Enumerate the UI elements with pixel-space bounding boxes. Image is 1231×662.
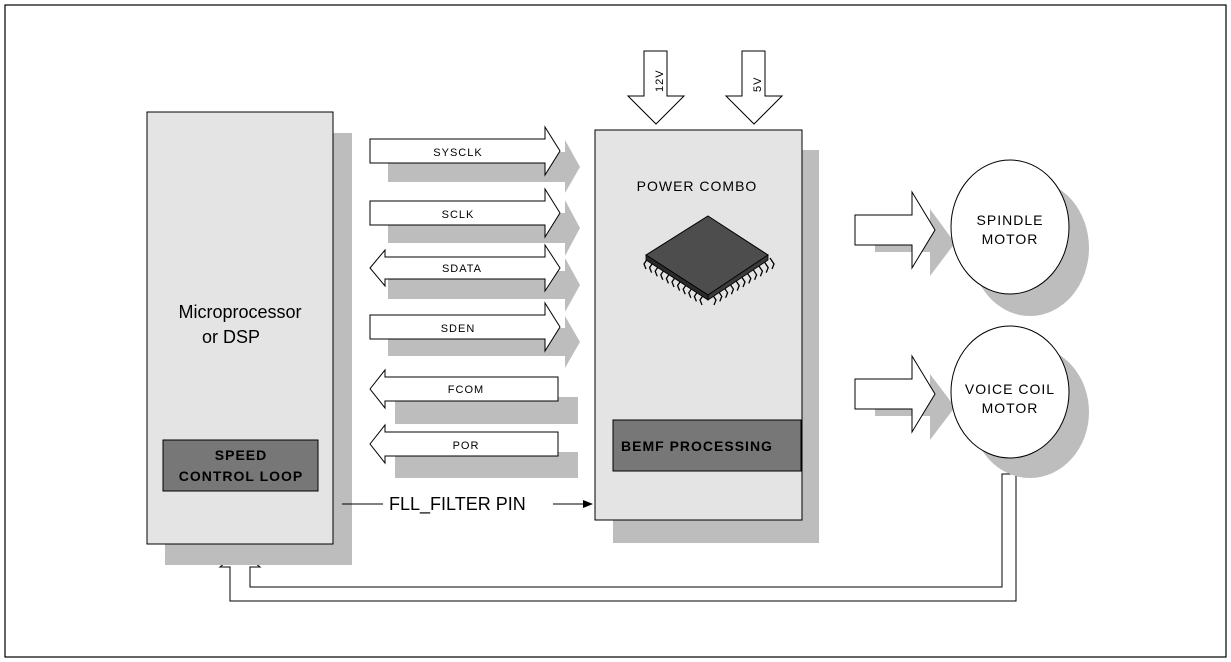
signal-sclk: SCLK bbox=[369, 187, 580, 256]
signal-sclk-label: SCLK bbox=[442, 209, 475, 221]
signal-sysclk: SYSCLK bbox=[369, 125, 580, 193]
voice-coil-motor-line2: MOTOR bbox=[982, 400, 1039, 416]
ic-chip-icon bbox=[643, 215, 775, 306]
power-combo-block: POWER COMBO BEMF PROCESSING bbox=[594, 129, 819, 543]
feedback-path bbox=[218, 473, 1017, 602]
bemf-processing-box bbox=[612, 419, 802, 472]
voice-coil-motor-circle bbox=[950, 325, 1070, 459]
spindle-motor-line2: MOTOR bbox=[982, 231, 1039, 247]
voice-coil-motor-line1: VOICE COIL bbox=[965, 381, 1055, 397]
supply-12v-label: 12V bbox=[654, 69, 666, 92]
processor-label-line2: or DSP bbox=[202, 327, 260, 347]
power-combo-title: POWER COMBO bbox=[637, 178, 758, 194]
processor-block: Microprocessor or DSP SPEED CONTROL LOOP bbox=[146, 111, 352, 565]
speed-control-loop-line2: CONTROL LOOP bbox=[179, 468, 304, 484]
fll-filter-label: FLL_FILTER PIN bbox=[389, 494, 526, 515]
voice-coil-drive-arrow bbox=[854, 354, 955, 440]
spindle-motor-line1: SPINDLE bbox=[977, 212, 1044, 228]
signal-sden: SDEN bbox=[369, 301, 580, 368]
speed-control-loop-box bbox=[162, 439, 319, 492]
signal-sden-label: SDEN bbox=[441, 323, 476, 335]
signal-por: POR bbox=[369, 423, 578, 478]
spindle-drive-arrow bbox=[854, 190, 955, 276]
signal-por-label: POR bbox=[453, 440, 480, 452]
signal-sdata: SDATA bbox=[369, 243, 580, 312]
spindle-motor-circle bbox=[950, 159, 1070, 295]
supply-12v-arrow: 12V bbox=[626, 50, 686, 125]
supply-5v-label: 5V bbox=[752, 77, 764, 92]
supply-5v-arrow: 5V bbox=[724, 50, 784, 125]
voice-coil-motor: VOICE COIL MOTOR bbox=[950, 325, 1089, 478]
signal-sdata-label: SDATA bbox=[442, 263, 482, 275]
bemf-processing-label: BEMF PROCESSING bbox=[621, 438, 773, 454]
processor-label-line1: Microprocessor bbox=[178, 302, 301, 322]
spindle-motor: SPINDLE MOTOR bbox=[950, 159, 1089, 316]
signal-fcom-label: FCOM bbox=[448, 384, 484, 396]
signal-fcom: FCOM bbox=[369, 368, 578, 424]
speed-control-loop-line1: SPEED bbox=[215, 447, 267, 463]
signal-sysclk-label: SYSCLK bbox=[433, 147, 482, 159]
fll-filter-connection: FLL_FILTER PIN bbox=[342, 494, 593, 515]
